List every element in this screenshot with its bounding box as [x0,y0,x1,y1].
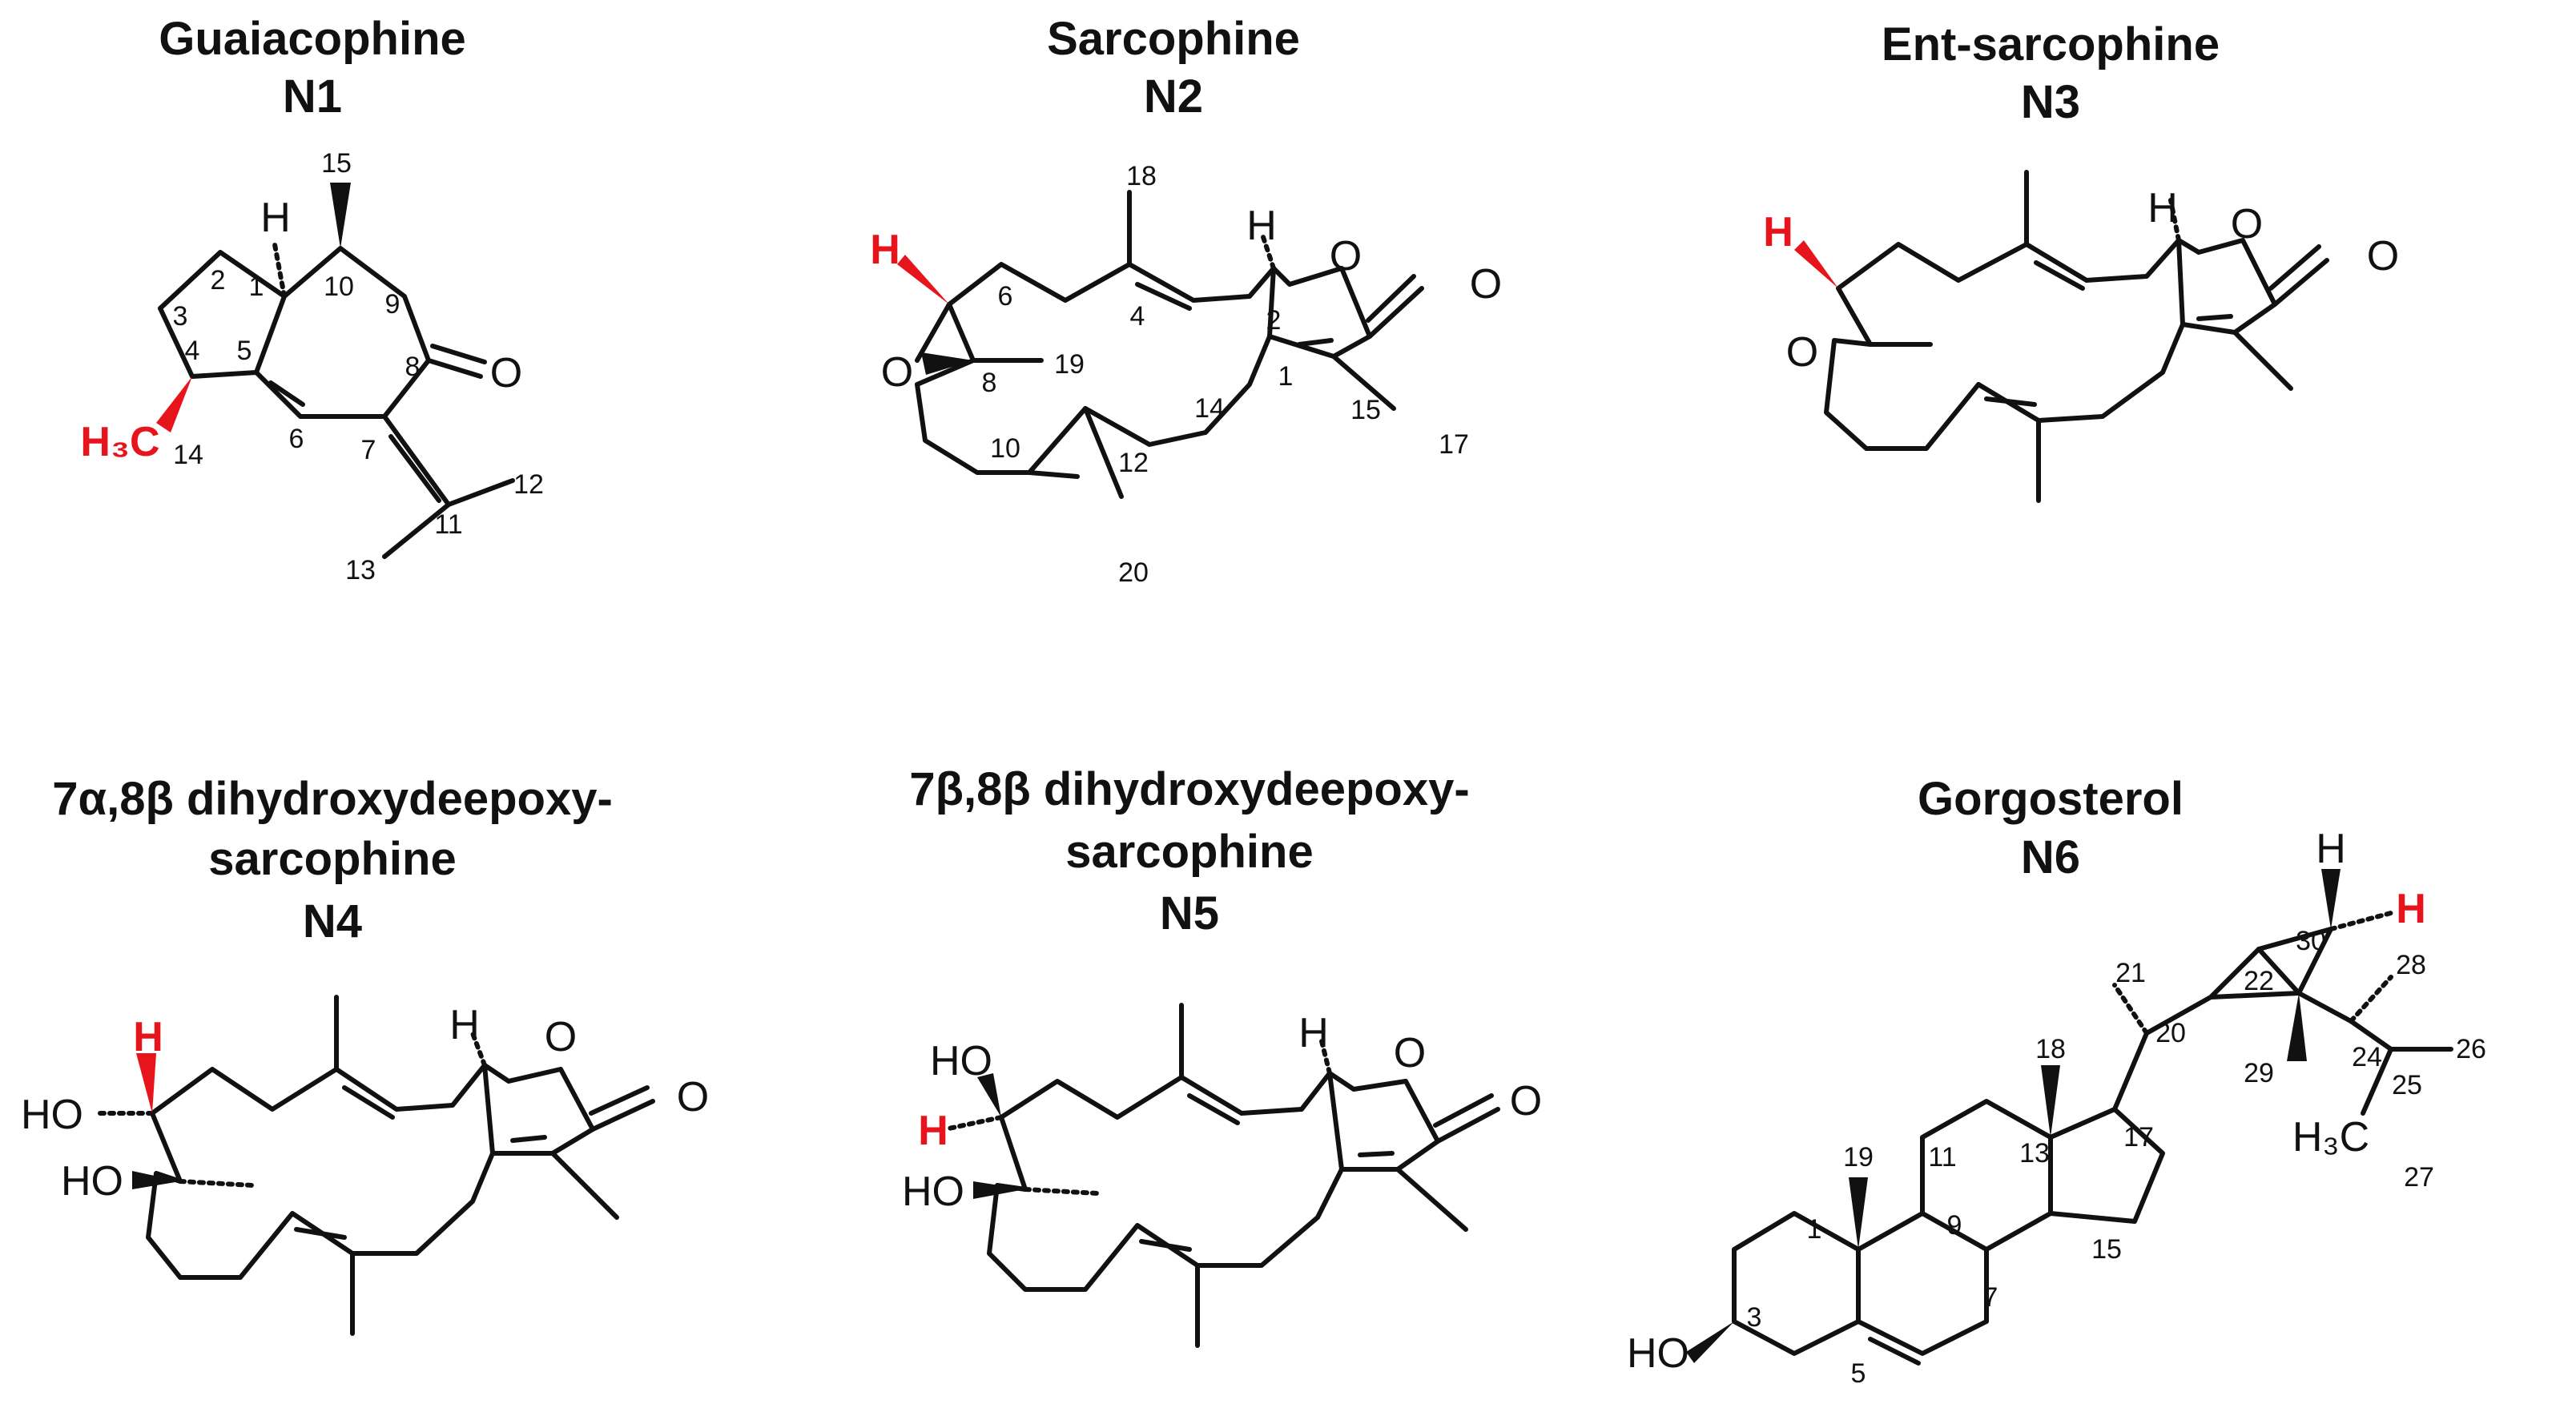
structure-n6: HO H H H₃C 21 30 28 18 20 22 24 26 19 11… [1627,826,2486,1389]
atom-o-carbonyl-n3: O [2367,233,2399,280]
label-n6-18: 18 [2035,1034,2066,1064]
label-n6-11: 11 [1928,1142,1956,1173]
label-n1-1: 1 [249,272,264,302]
label-n6-13: 13 [2019,1138,2050,1169]
label-n1-4: 4 [185,336,200,366]
label-n6-26: 26 [2456,1034,2486,1064]
title-n3-name: Ent-sarcophine [1882,18,2220,70]
atom-h-red-n4: H [133,1014,163,1060]
title-n6-code: N6 [2021,831,2080,883]
label-n6-7: 7 [1983,1282,1998,1313]
atom-o-epoxide-n2: O [881,349,913,396]
atom-o-ring-n3: O [2231,201,2263,247]
label-n6-25: 25 [2392,1070,2422,1100]
label-n6-20: 20 [2155,1018,2186,1048]
structure-n5: HO H HO H O O [902,1003,1542,1348]
label-n1-12: 12 [513,469,544,500]
title-n4-code: N4 [303,895,362,947]
atom-o-ring-n4: O [545,1014,577,1060]
label-n2-17: 17 [1439,429,1469,460]
label-n2-1: 1 [1278,361,1294,392]
label-n1-10: 10 [324,272,354,302]
atom-ho-lower-n5: HO [902,1169,964,1215]
title-n2-code: N2 [1144,70,1203,123]
label-n1-2: 2 [211,265,226,296]
label-n1-7: 7 [361,435,376,465]
atom-ho-top-n5: HO [930,1038,992,1084]
label-n1-9: 9 [385,289,400,320]
structure-n2: H O H O O 18 4 6 2 8 19 14 1 15 10 12 17… [870,161,1502,588]
label-n2-4: 4 [1130,301,1145,332]
title-n2-name: Sarcophine [1047,13,1300,65]
atom-h-n5: H [1298,1010,1329,1056]
atom-h-n2: H [1246,203,1277,249]
atom-h-red-n6: H [2396,886,2426,932]
label-n2-6: 6 [998,281,1013,312]
atom-o-carbonyl-n2: O [1470,261,1502,308]
label-n2-18: 18 [1126,161,1157,191]
label-n6-15: 15 [2091,1234,2122,1265]
title-n5-line1: 7β,8β dihydroxydeepoxy- [909,763,1469,815]
label-n2-20: 20 [1118,557,1149,588]
atom-h-n1: H [260,195,291,241]
label-n6-27: 27 [2404,1162,2434,1193]
atom-o-epoxide-n3: O [1786,329,1818,376]
label-n1-11: 11 [434,509,462,540]
atom-h-n6: H [2316,826,2346,872]
atom-o-carbonyl-n5: O [1510,1078,1542,1124]
atom-o-carbonyl-n4: O [677,1074,709,1120]
title-n5-code: N5 [1160,887,1219,939]
label-n2-14: 14 [1194,393,1225,424]
label-n2-2: 2 [1266,305,1282,336]
title-n3-code: N3 [2021,76,2080,128]
label-n2-12: 12 [1118,448,1149,478]
label-n2-10: 10 [990,433,1020,464]
label-n6-29: 29 [2244,1058,2274,1088]
label-n6-30: 30 [2296,926,2326,956]
atom-h-red-n5: H [918,1108,948,1154]
atom-h-red-n2: H [870,227,900,273]
label-n1-8: 8 [405,352,421,382]
label-n6-9: 9 [1947,1210,1962,1241]
label-n6-5: 5 [1851,1358,1866,1389]
label-n2-8: 8 [982,368,997,398]
label-n6-28: 28 [2396,950,2426,980]
title-n4-line1: 7α,8β dihydroxydeepoxy- [52,773,613,825]
label-n2-15: 15 [1350,395,1381,425]
atom-h-red-n3: H [1763,209,1793,255]
atom-h3c-n1: H₃C [80,419,159,465]
label-n1-13: 13 [345,555,376,585]
label-n6-24: 24 [2352,1042,2382,1072]
label-n6-1: 1 [1807,1214,1822,1245]
label-n6-19: 19 [1843,1142,1874,1173]
label-n1-6: 6 [289,424,304,454]
atom-o-ring-n2: O [1330,233,1362,280]
label-n1-3: 3 [173,301,188,332]
title-n5-line2: sarcophine [1065,826,1313,878]
atom-ho-n6: HO [1627,1330,1689,1377]
structure-n3: H O H O O [1763,170,2399,503]
atom-h-n4: H [449,1002,480,1048]
structure-n4: H HO HO H O O [21,995,709,1336]
label-n2-19: 19 [1054,349,1085,380]
structure-n1: H O H₃C 15 1 2 3 10 9 8 4 5 6 7 14 11 12… [80,148,543,585]
title-n4-line2: sarcophine [208,833,456,885]
label-n6-21: 21 [2115,958,2146,988]
title-n6-name: Gorgosterol [1918,773,2184,825]
label-n1-5: 5 [237,336,252,366]
label-n6-22: 22 [2244,966,2274,996]
label-n1-15: 15 [321,148,352,179]
title-n1-name: Guaiacophine [159,13,466,65]
label-n1-14: 14 [173,440,203,470]
title-n1-code: N1 [283,70,342,123]
atom-ho-lower-n4: HO [61,1158,123,1205]
atom-o-n1: O [490,350,522,396]
atom-h-n3: H [2147,185,2178,231]
label-n6-17: 17 [2123,1122,2154,1153]
label-n6-3: 3 [1747,1302,1762,1333]
atom-o-ring-n5: O [1394,1030,1426,1076]
atom-h3c-n6: H₃C [2292,1114,2369,1161]
atom-ho-upper-n4: HO [21,1092,83,1138]
